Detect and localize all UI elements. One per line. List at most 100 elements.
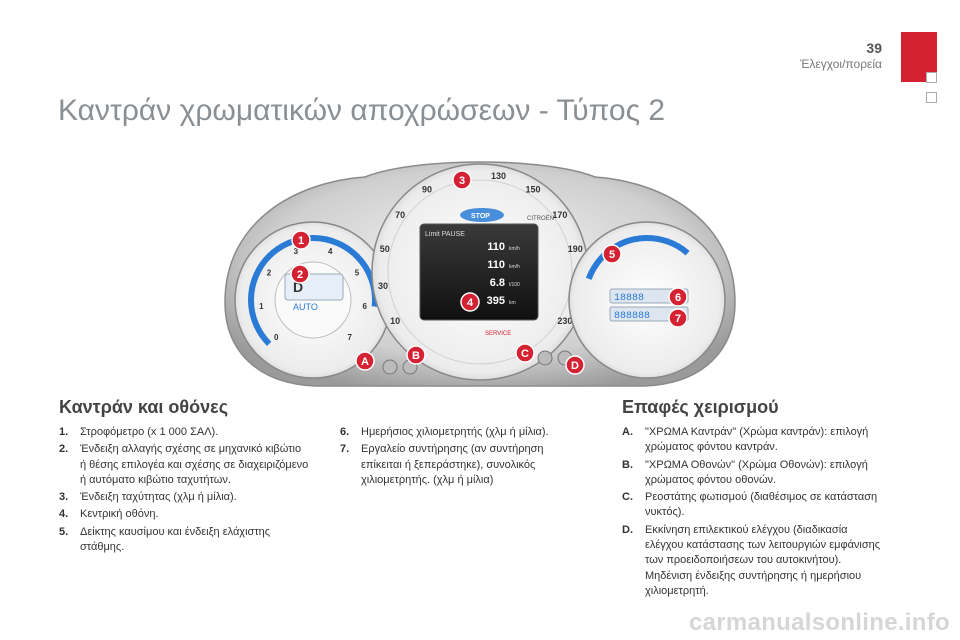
legend-item: A. "ΧΡΩΜΑ Καντράν" (Χρώμα καντράν): επιλο…: [622, 425, 887, 456]
legend-item: 2.Ένδειξη αλλαγής σχέσης σε μηχανικό κιβ…: [59, 442, 309, 488]
callout-marker: [355, 351, 375, 371]
screen-value: 6.8: [490, 277, 505, 289]
legend-item-number: 1.: [59, 426, 69, 438]
auto-label: AUTO: [293, 302, 318, 312]
legend-item: 5. Δείκτης καυσίμου και ένδειξη ελάχιστης…: [59, 525, 309, 556]
callout-marker: [668, 287, 688, 307]
rpm-tick-label: 5: [355, 268, 360, 277]
page-number: 39: [866, 40, 882, 56]
legend-item-text: Δείκτης καυσίμου και ένδειξη ελάχιστης σ…: [80, 525, 271, 554]
screen-unit: km/h: [509, 246, 520, 252]
legend-item-text: Στροφόμετρο (x 1 000 ΣΑΛ).: [80, 426, 219, 438]
legend-item-number: 6.: [340, 426, 350, 438]
legend-item-number: B.: [622, 458, 633, 471]
legend-item: 6. Ημερήσιος χιλιομετρητής (χλμ ή μίλια).: [340, 425, 585, 440]
legend-item: 3. Ένδειξη ταχύτητας (χλμ ή μίλια).: [59, 490, 309, 505]
screen-value: 110: [487, 259, 505, 271]
odometer-value: 888888: [614, 311, 650, 322]
legend-item-number: 4.: [59, 508, 69, 521]
legend-item-text: Εργαλείο συντήρησης (αν συντήρηση επίκει…: [361, 443, 544, 486]
legend-item-number: 5.: [59, 525, 69, 538]
speed-tick-label: 130: [491, 171, 506, 181]
svg-text:D: D: [293, 279, 303, 295]
rpm-tick-label: 6: [362, 302, 367, 311]
page-header: 39 Έλεγχοι/πορεία: [800, 40, 882, 72]
legend-item: 1. Στροφόμετρο (x 1 000 ΣΑΛ).: [59, 425, 309, 440]
left-section-title: Καντράν και οθόνες: [59, 397, 229, 417]
legend-item-number: C.: [622, 491, 633, 504]
legend-item-text: Εκκίνηση επιλεκτικού ελέγχου (διαδικασία…: [645, 523, 881, 597]
legend-item: 4. Κεντρική οθόνη.: [59, 507, 309, 522]
speed-tick-label: 190: [568, 244, 583, 254]
speed-tick-label: 50: [380, 244, 390, 254]
watermark: carmanualsonline.info: [688, 609, 950, 636]
right-legend-list: A. "ΧΡΩΜΑ Καντράν" (Χρώμα καντράν): επιλο…: [622, 425, 887, 601]
legend-item-number: A.: [622, 426, 633, 438]
callout-label: 6: [675, 292, 681, 304]
legend-item-text: Ένδειξη αλλαγής σχέσης σε μηχανικό κιβώτ…: [80, 443, 309, 486]
legend-item-text: "ΧΡΩΜΑ Καντράν" (Χρώμα καντράν): επιλογή…: [645, 426, 869, 454]
legend-item-text: Ένδειξη ταχύτητας (χλμ ή μίλια).: [80, 491, 237, 504]
callouts: 1 2 3 4 5 6 7A B C D: [290, 170, 688, 375]
legend-item: B. "ΧΡΩΜΑ Οθονών" (Χρώμα Οθονών): επιλογή…: [622, 458, 887, 489]
legend-item-number: 7.: [340, 443, 350, 456]
screen-unit: km/h: [509, 264, 520, 270]
right-dial: 18888 888888: [568, 221, 726, 379]
callout-label: 2: [297, 269, 303, 281]
callout-label: 1: [298, 235, 304, 247]
speed-tick-label: 10: [390, 316, 400, 326]
page-title: Καντράν χρωματικών αποχρώσεων - Τύπος 2: [58, 94, 666, 127]
callout-marker: [460, 292, 480, 312]
central-screen: [419, 223, 539, 321]
left-legend-list: 1. Στροφόμετρο (x 1 000 ΣΑΛ). 2.Ένδειξη αλ…: [59, 425, 309, 557]
speed-tick-label: 170: [552, 210, 567, 220]
callout-label: D: [571, 360, 579, 372]
rpm-tick-label: 3: [294, 247, 299, 256]
callout-marker: [668, 308, 688, 328]
rpm-tick-label: 7: [348, 333, 353, 342]
limit-label: Limit PAUSE: [425, 231, 465, 238]
callout-marker: [291, 230, 311, 250]
screen-value: 395: [487, 295, 505, 307]
legend-item: C. Ρεοστάτης φωτισμού (διαθέσιμος σε κατά…: [622, 490, 887, 521]
callout-label: B: [412, 350, 420, 362]
speed-tick-label: 30: [378, 281, 388, 291]
callout-marker: [452, 170, 472, 190]
legend-item-text: Ρεοστάτης φωτισμού (διαθέσιμος σε κατάστ…: [645, 491, 878, 519]
legend-item-text: Ημερήσιος χιλιομετρητής (χλμ ή μίλια).: [361, 426, 549, 438]
right-section-title: Επαφές χειρισμού: [622, 397, 779, 417]
callout-label: 5: [609, 249, 615, 261]
legend-item-text: Κεντρική οθόνη.: [80, 508, 159, 521]
brand-label: CITROËN: [527, 215, 554, 222]
service-label: SERVICE: [485, 331, 511, 337]
callout-label: 7: [675, 313, 681, 325]
callout-label: A: [361, 356, 369, 368]
callout-marker: [565, 355, 585, 375]
trip-display: [609, 288, 689, 304]
rpm-tick-label: 0: [274, 333, 279, 342]
legend-item-text: "ΧΡΩΜΑ Οθονών" (Χρώμα Οθονών): επιλογή χ…: [645, 458, 868, 486]
middle-legend-list: 6. Ημερήσιος χιλιομετρητής (χλμ ή μίλια).…: [340, 425, 585, 490]
callout-marker: [602, 244, 622, 264]
section-name: Έλεγχοι/πορεία: [800, 57, 882, 71]
speed-tick-label: 90: [422, 185, 432, 195]
legend-item-number: D.: [622, 523, 633, 536]
rpm-tick-label: 1: [259, 302, 264, 311]
callout-label: 4: [467, 297, 474, 309]
callout-marker: [406, 345, 426, 365]
callout-marker: [290, 264, 310, 284]
callout-label: C: [521, 348, 529, 360]
chapter-square-2: [926, 92, 937, 103]
legend-item-number: 3.: [59, 491, 69, 504]
rpm-tick-labels: 0 1 2 3 4 5 6 7: [259, 247, 367, 342]
screen-unit: l/100: [509, 282, 520, 288]
rpm-tick-label: 4: [328, 247, 333, 256]
stop-label: STOP: [471, 213, 490, 220]
callout-marker: [515, 343, 535, 363]
legend-item: 7. Εργαλείο συντήρησης (αν συντήρηση επίκ…: [340, 442, 585, 488]
screen-value: 110: [487, 241, 505, 253]
trip-value: 18888: [614, 293, 644, 304]
